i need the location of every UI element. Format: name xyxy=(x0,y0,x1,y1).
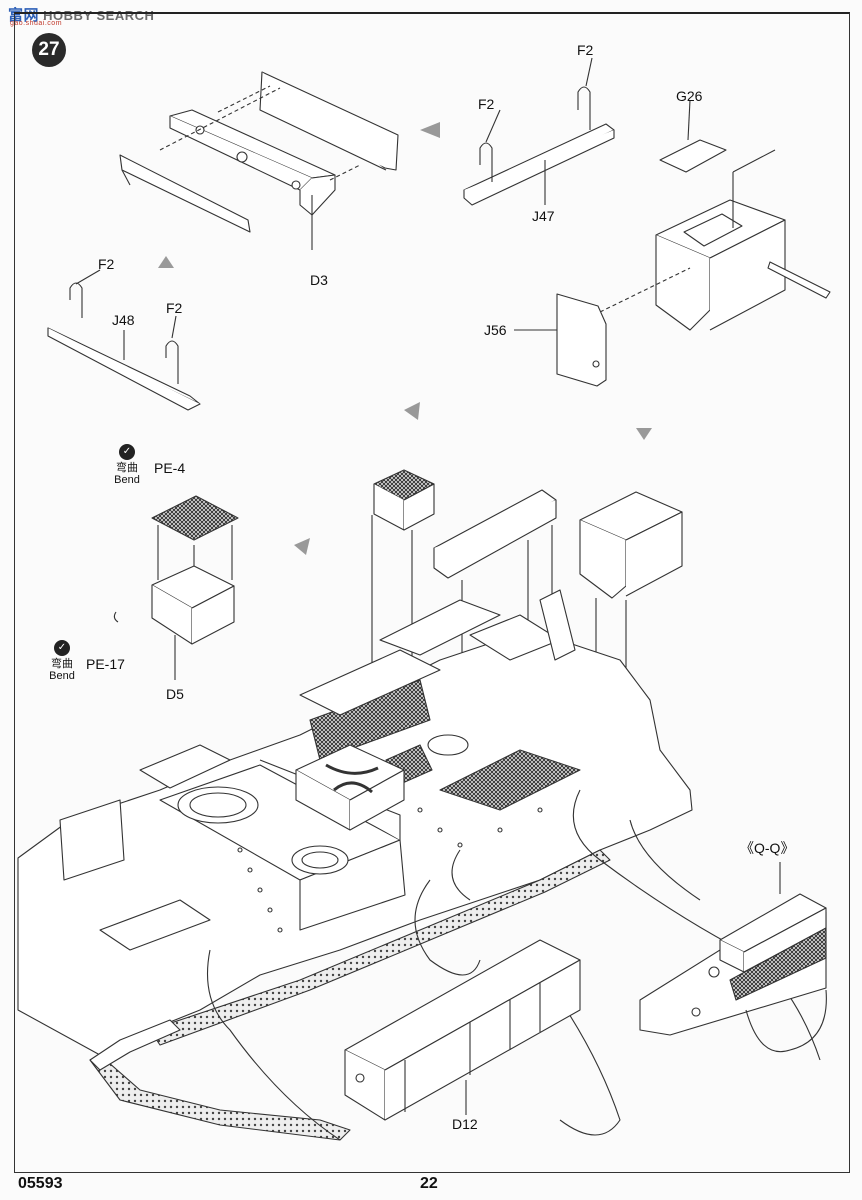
label-d12: D12 xyxy=(452,1116,478,1132)
label-qq: 《Q-Q》 xyxy=(740,840,795,856)
kit-code: 05593 xyxy=(18,1175,63,1192)
watermark-url: gao.shuai.com xyxy=(10,20,63,27)
label-d5: D5 xyxy=(166,686,184,702)
engine-deck-parts xyxy=(371,469,683,820)
page-number: 22 xyxy=(420,1175,438,1192)
label-f2-left: F2 xyxy=(478,96,495,112)
direction-arrows xyxy=(158,122,652,555)
hull-bolts xyxy=(237,807,543,933)
part-d5-box xyxy=(113,565,235,680)
page-frame xyxy=(14,12,850,1173)
part-d3-assembly xyxy=(119,71,399,250)
bend-icon: ✓ xyxy=(54,640,70,656)
bend-note-top: ✓ 弯曲 Bend xyxy=(114,444,140,486)
bend-icon: ✓ xyxy=(119,444,135,460)
part-j47 xyxy=(463,57,615,206)
label-f2-mid: F2 xyxy=(98,256,115,272)
hull-assembly xyxy=(17,589,821,1141)
label-pe17: PE-17 xyxy=(86,656,125,672)
part-j56 xyxy=(514,293,607,387)
label-j48: J48 xyxy=(112,312,135,328)
watermark-logo: 富网 HOBBY SEARCH gao.shuai.com xyxy=(8,7,155,27)
label-g26: G26 xyxy=(676,88,703,104)
label-f2-top: F2 xyxy=(577,42,594,58)
label-f2-low: F2 xyxy=(166,300,183,316)
bend-note-bottom: ✓ 弯曲 Bend xyxy=(49,640,75,682)
label-d3: D3 xyxy=(310,272,328,288)
step-number-badge: 27 xyxy=(32,33,66,67)
part-qq-inset xyxy=(639,862,827,1053)
part-d12-box xyxy=(344,939,581,1121)
part-g26-box xyxy=(599,99,831,331)
part-pe4-mesh xyxy=(151,495,239,600)
watermark-brand: HOBBY SEARCH xyxy=(43,8,155,23)
label-j56: J56 xyxy=(484,322,507,338)
label-pe4: PE-4 xyxy=(154,460,186,476)
part-j48 xyxy=(47,269,201,411)
label-j47: J47 xyxy=(532,208,555,224)
